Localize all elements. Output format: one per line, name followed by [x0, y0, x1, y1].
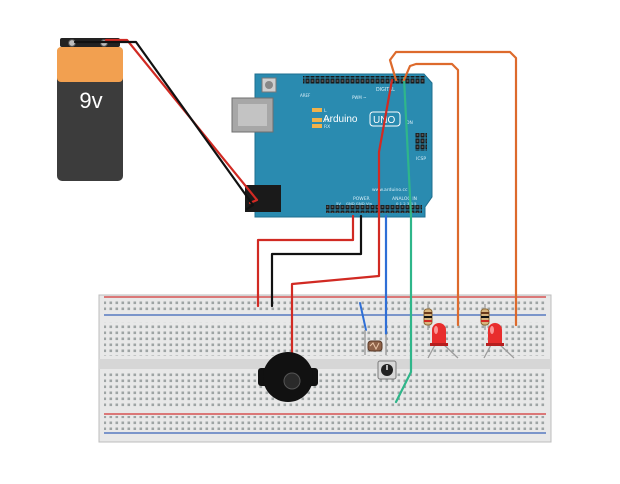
- label-tx: TX: [323, 118, 330, 124]
- label-aref: AREF: [300, 93, 311, 98]
- uno-badge: [369, 111, 401, 127]
- resistor-2: [480, 304, 490, 330]
- battery-9v: 9v: [57, 38, 123, 181]
- center-channel: [99, 359, 551, 369]
- 5v-wire: [256, 214, 355, 308]
- potentiometer-wire: [394, 76, 413, 404]
- breadboard: [98, 294, 552, 443]
- led-2: [483, 323, 515, 359]
- led1-wire: [402, 62, 460, 327]
- label-analog-pins: 0 1 2 3 4 5: [396, 201, 417, 206]
- resistor-1-band-3: [424, 320, 432, 322]
- arduino-uno-board: L TX RX DIGITAL PWM ~ AREF ON ICSP Ardui…: [231, 73, 433, 218]
- arduino-brand: Arduino: [323, 114, 358, 125]
- gnd-wire: [270, 214, 363, 308]
- label-vin: Vin: [366, 201, 373, 206]
- label-rx: RX: [324, 124, 330, 130]
- label-gnd-pair: GND GND: [346, 201, 365, 206]
- buzzer-signal-wire: [290, 78, 394, 362]
- resistor-1-band-1: [424, 312, 432, 314]
- photoresistor: [364, 330, 387, 355]
- led-2-rim: [486, 343, 504, 346]
- battery-label: 9v: [79, 88, 102, 113]
- upper-terminal-strip: [104, 322, 546, 356]
- led-1-body: [432, 323, 446, 345]
- label-5v: 5V: [336, 201, 341, 206]
- battery-top-band: [57, 47, 123, 82]
- led-tx-indicator: [312, 118, 322, 122]
- led-1-rim: [430, 343, 448, 346]
- resistor-1-band-2: [424, 316, 432, 318]
- led2-wire: [388, 50, 518, 327]
- potentiometer: [377, 360, 397, 380]
- label-on: ON: [406, 120, 413, 126]
- resistor-2-band-2: [481, 316, 489, 318]
- led-1-highlight: [434, 326, 438, 334]
- arduino-board: [254, 73, 433, 218]
- led-1: [427, 323, 459, 359]
- reset-button-cap: [265, 81, 273, 89]
- usb-port-inner: [238, 104, 267, 126]
- led-2-highlight: [490, 326, 494, 334]
- battery-negative-wire: [73, 40, 255, 211]
- digital-header: [303, 76, 425, 84]
- wires: [73, 38, 518, 404]
- website-label: www.arduino.cc: [372, 187, 408, 193]
- resistor-2-band-3: [481, 320, 489, 322]
- label-analog-in: ANALOG IN: [392, 196, 417, 202]
- led-l-indicator: [312, 108, 322, 112]
- lower-terminal-strip: [104, 372, 546, 408]
- battery-terminal-neg: [68, 39, 76, 47]
- buzzer: [258, 352, 318, 402]
- photoresistor-trace: [369, 342, 380, 351]
- label-icsp: ICSP: [416, 156, 426, 162]
- power-analog-header: [326, 205, 422, 213]
- bottom-power-rail: [104, 416, 546, 430]
- led-2-body: [488, 323, 502, 345]
- buzzer-hole: [283, 372, 301, 390]
- label-l: L: [324, 108, 327, 114]
- top-power-rail: [104, 299, 546, 313]
- resistor-1: [423, 304, 433, 330]
- icsp-header: [415, 133, 427, 151]
- label-digital: DIGITAL: [376, 87, 395, 93]
- label-pwm: PWM ~: [352, 95, 366, 100]
- label-power: POWER: [353, 196, 370, 202]
- photoresistor-blue-jumper: [359, 302, 367, 331]
- resistor-2-band-1: [481, 312, 489, 314]
- led-rx-indicator: [312, 124, 322, 128]
